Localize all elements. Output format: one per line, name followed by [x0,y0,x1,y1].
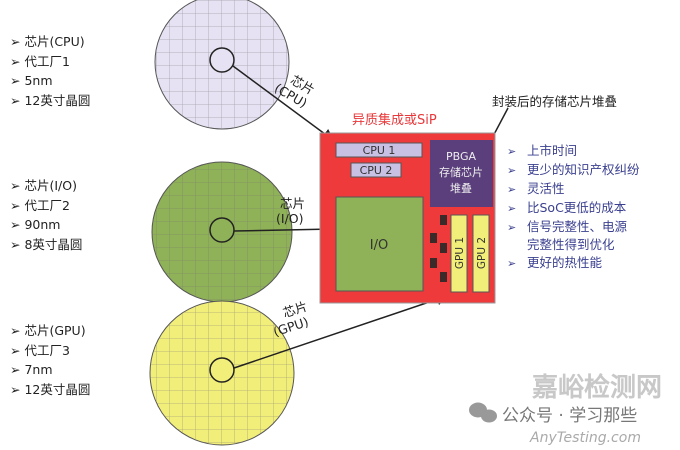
sip-title: 异质集成或SiP [352,112,437,128]
svg-text:➢: ➢ [507,145,516,158]
arrow-cpu [232,65,335,141]
cpu1-label: CPU 1 [363,144,396,157]
svg-text:➢ 芯片(CPU): ➢ 芯片(CPU) [10,34,85,49]
svg-text:➢ 芯片(I/O): ➢ 芯片(I/O) [10,178,77,193]
svg-text:➢ 芯片(GPU): ➢ 芯片(GPU) [10,323,86,338]
wafer-cpu [154,0,290,130]
svg-text:➢ 12英寸晶圆: ➢ 12英寸晶圆 [10,382,90,397]
benefits-list: ➢ 上市时间 ➢ 更少的知识产权纠纷 ➢ 灵活性 ➢ 比SoC更低的成本 ➢ 信号完整性、… [507,143,640,270]
svg-text:比SoC更低的成本: 比SoC更低的成本 [527,200,627,215]
svg-text:更少的知识产权纠纷: 更少的知识产权纠纷 [527,162,640,177]
svg-text:信号完整性、电源: 信号完整性、电源 [527,219,628,234]
cpu1-die [335,142,423,158]
svg-text:➢: ➢ [507,164,516,177]
svg-text:➢ 代工厂1: ➢ 代工厂1 [10,54,70,69]
pbga-label-2: 存储芯片 [439,165,483,179]
arrow-label-io: 芯片 [280,196,305,211]
svg-text:➢ 90nm: ➢ 90nm [10,217,60,232]
io-die [335,196,424,292]
svg-text:➢ 12英寸晶圆: ➢ 12英寸晶圆 [10,93,90,108]
svg-text:➢: ➢ [507,202,516,215]
pbga-memory-stack [430,140,493,207]
gpu1-label: GPU 1 [454,237,466,269]
svg-text:更好的热性能: 更好的热性能 [527,255,603,270]
cpu2-label: CPU 2 [360,164,393,177]
wafer-gpu-specs: ➢ 芯片(GPU) ➢ 代工厂3 ➢ 7nm ➢ 12英寸晶圆 [10,323,90,397]
arrow-label-io-sub: (I/O) [276,211,304,226]
pbga-label-3: 堆叠 [450,182,472,195]
pbga-label: PBGA [446,150,477,163]
arrow-label-gpu-sub: (GPU) [271,314,310,339]
svg-text:灵活性: 灵活性 [527,181,565,196]
arrow-io [233,223,335,236]
arrow-label-gpu: 芯片 [281,299,309,321]
memory-callout: 封装后的存储芯片堆叠 [492,94,617,109]
io-label: I/O [370,238,388,253]
svg-text:➢: ➢ [507,257,516,270]
wafer-cpu-specs: ➢ 芯片(CPU) ➢ 代工厂1 ➢ 5nm ➢ 12英寸晶圆 [10,34,90,108]
svg-text:➢ 代工厂3: ➢ 代工厂3 [10,343,70,358]
gpu1-die [450,214,468,293]
gpu2-die [472,214,490,293]
wechat-icon [469,402,497,423]
arrow-gpu [233,293,449,369]
watermark-account: 公众号 · 学习那些 [502,406,637,426]
gpu2-label: GPU 2 [476,237,488,269]
wafer-io [151,161,293,303]
watermark-site: 嘉峪检测网 [532,372,662,403]
svg-text:➢ 7nm: ➢ 7nm [10,362,53,377]
svg-text:➢ 代工厂2: ➢ 代工厂2 [10,198,70,213]
watermark: 嘉峪检测网 公众号 · 学习那些 AnyTesting.com [469,372,662,446]
svg-text:➢: ➢ [507,183,516,196]
passive-components [430,215,447,282]
svg-text:完整性得到优化: 完整性得到优化 [527,237,615,252]
svg-text:上市时间: 上市时间 [527,143,577,158]
svg-text:➢: ➢ [507,221,516,234]
wafer-gpu [149,300,295,446]
svg-text:➢ 5nm: ➢ 5nm [10,73,53,88]
watermark-url: AnyTesting.com [529,430,641,446]
wafer-io-specs: ➢ 芯片(I/O) ➢ 代工厂2 ➢ 90nm ➢ 8英寸晶圆 [10,178,82,252]
cpu2-die [350,162,402,178]
svg-text:➢ 8英寸晶圆: ➢ 8英寸晶圆 [10,237,82,252]
